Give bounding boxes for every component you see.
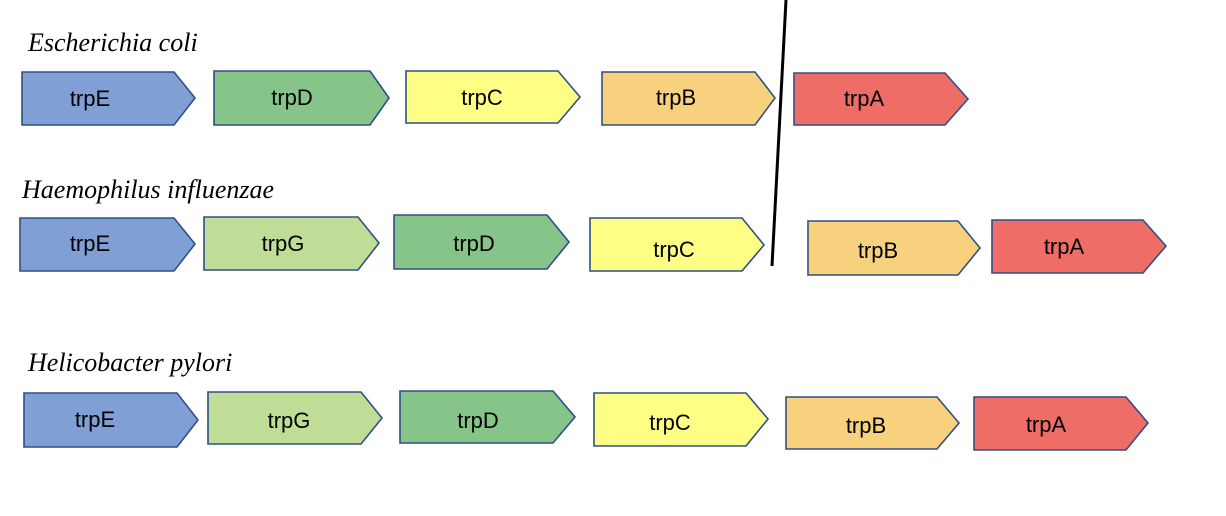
svg-text:trpB: trpB [858,238,898,263]
svg-text:trpC: trpC [649,410,691,435]
svg-text:trpD: trpD [453,231,495,256]
svg-text:trpA: trpA [844,86,885,111]
svg-text:trpC: trpC [461,85,503,110]
svg-text:trpG: trpG [268,408,311,433]
gene-arrow-trpG: trpG [203,216,381,271]
gene-arrow-trpD: trpD [213,70,390,126]
operon-row-hpylori: Helicobacter pylori trpE trpG trpD trpC … [23,348,1150,451]
gene-arrow-trpC: trpC [405,70,582,124]
species-label-ecoli: Escherichia coli [27,28,198,57]
gene-arrow-trpB: trpB [601,71,777,126]
svg-text:trpE: trpE [70,231,110,256]
gene-arrow-trpE: trpE [23,392,200,448]
svg-text:trpA: trpA [1044,234,1085,259]
gene-arrow-trpG: trpG [207,391,384,445]
svg-text:trpG: trpG [262,231,305,256]
gene-arrow-trpA: trpA [991,219,1168,274]
svg-text:trpE: trpE [75,407,115,432]
gene-arrow-trpE: trpE [21,71,197,126]
svg-text:trpB: trpB [846,413,886,438]
gene-arrow-trpB: trpB [807,220,982,276]
species-label-hinfluenzae: Haemophilus influenzae [21,175,274,204]
svg-text:trpE: trpE [70,86,110,111]
svg-text:trpD: trpD [457,408,499,433]
gene-arrow-trpD: trpD [393,214,571,270]
gene-arrow-trpB: trpB [785,396,961,450]
operon-row-ecoli: Escherichia coli trpE trpD trpC trpB trp… [21,28,970,126]
gene-arrow-trpD: trpD [399,390,577,444]
gene-arrow-trpA: trpA [793,72,970,126]
gene-arrow-trpC: trpC [593,392,770,447]
svg-text:trpC: trpC [653,237,695,262]
operon-row-hinfluenzae: Haemophilus influenzae trpE trpG trpD tr… [19,0,1168,276]
svg-text:trpB: trpB [656,85,696,110]
gene-arrow-trpC: trpC [589,217,766,272]
gene-arrow-trpE: trpE [19,217,197,272]
gene-arrow-trpA: trpA [973,396,1150,451]
svg-text:trpA: trpA [1026,412,1067,437]
operon-break-mark [770,0,788,267]
svg-text:trpD: trpD [271,85,313,110]
species-label-hpylori: Helicobacter pylori [27,348,232,377]
